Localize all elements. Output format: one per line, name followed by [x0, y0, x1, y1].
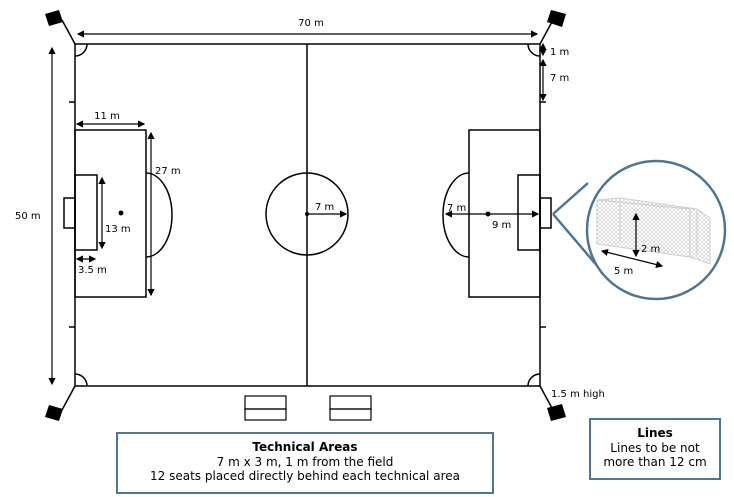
- corner-arc-top-left: [74, 43, 88, 57]
- flag-height-label: 1.5 m high: [551, 389, 605, 400]
- width-label: 50 m: [15, 211, 41, 222]
- penalty-depth-label: 11 m: [94, 111, 120, 122]
- left-goal-area: [74, 174, 98, 251]
- lines-box: Lines Lines to be not more than 12 cm: [589, 418, 721, 480]
- penalty-width-label: 27 m: [155, 166, 181, 177]
- lines-title: Lines: [637, 426, 673, 440]
- technical-areas-title: Technical Areas: [252, 440, 358, 454]
- left-penalty-spot: [118, 210, 124, 216]
- technical-area-bench-right: [329, 395, 372, 421]
- goal-width-label: 5 m: [614, 266, 633, 277]
- corner-arc-top-right: [527, 43, 541, 57]
- corner-flag-top-left: [45, 10, 76, 45]
- corner-flag-bottom-left: [45, 385, 76, 421]
- corner-flag-bottom-right: [539, 385, 566, 421]
- right-goal-area: [517, 174, 541, 251]
- lines-line-2: more than 12 cm: [603, 455, 707, 469]
- corner-1m-label: 1 m: [550, 47, 569, 58]
- goal-area-depth-label: 3.5 m: [78, 265, 107, 276]
- right-penalty-spot: [485, 211, 491, 217]
- goal-area-width-label: 13 m: [105, 224, 131, 235]
- penalty-arc-radius-label: 7 m: [447, 203, 466, 214]
- corner-7m-label: 7 m: [550, 73, 569, 84]
- left-goal: [63, 197, 76, 229]
- goal-width-arrow: [600, 248, 664, 269]
- right-penalty-arc: [442, 172, 470, 258]
- lines-line-1: Lines to be not: [610, 441, 700, 455]
- length-label: 70 m: [298, 18, 324, 29]
- goal-illustration: [596, 197, 711, 265]
- corner-flag-top-right: [539, 10, 566, 45]
- penalty-spot-distance-label: 9 m: [492, 220, 511, 231]
- tick-marks: [69, 101, 546, 328]
- center-circle: [265, 172, 349, 256]
- technical-area-bench-left: [244, 395, 287, 421]
- technical-areas-line-1: 7 m x 3 m, 1 m from the field: [216, 455, 394, 469]
- left-penalty-arc: [145, 172, 173, 258]
- technical-areas-box: Technical Areas 7 m x 3 m, 1 m from the …: [116, 432, 494, 494]
- goal-height-label: 2 m: [641, 244, 660, 255]
- corner-arc-bottom-right: [527, 373, 541, 387]
- right-goal: [539, 197, 552, 229]
- magnifier-pointer: [552, 182, 600, 269]
- technical-areas-line-2: 12 seats placed directly behind each tec…: [150, 469, 460, 483]
- corner-arc-bottom-left: [74, 373, 88, 387]
- center-radius-label: 7 m: [315, 202, 334, 213]
